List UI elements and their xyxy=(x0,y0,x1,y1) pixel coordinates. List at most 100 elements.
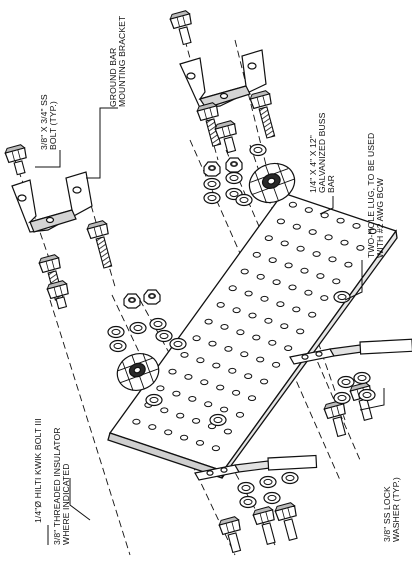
kwik-bolt xyxy=(86,220,113,269)
bracket-hole xyxy=(219,92,229,100)
bar-hole xyxy=(184,374,193,380)
bar-hole xyxy=(220,324,229,330)
hex-bolt xyxy=(274,502,298,542)
bar-hole xyxy=(340,239,349,246)
hex-bolt xyxy=(4,144,27,176)
bar-hole xyxy=(176,412,185,419)
leader-bracket xyxy=(86,107,118,179)
bar-hole xyxy=(260,295,269,302)
bar-hole xyxy=(260,378,269,385)
centerline xyxy=(49,299,131,556)
bar-hole xyxy=(252,334,261,341)
bar-hole xyxy=(188,396,197,402)
hex-nut xyxy=(225,157,243,173)
leader-bolt xyxy=(35,150,61,168)
hex-nut xyxy=(123,293,141,309)
washer xyxy=(129,321,147,335)
bar-hole xyxy=(288,284,297,291)
bar-hole xyxy=(132,418,141,425)
bar-hole xyxy=(272,361,281,368)
bar-hole xyxy=(248,312,257,319)
bar-hole xyxy=(276,301,285,308)
label-insulator: 3/8" THREADED INSULATOR WHERE INDICATED xyxy=(52,427,71,545)
label-buss-bar: 1/4" X 4" X 12" GALVANIZED BUSS BAR xyxy=(308,113,336,193)
washer xyxy=(203,191,221,205)
bar-hole xyxy=(304,289,313,296)
bar-hole xyxy=(232,389,241,396)
bar-hole xyxy=(296,245,305,252)
hex-bolt xyxy=(218,516,242,554)
bar-hole xyxy=(168,368,177,375)
bar-hole xyxy=(276,218,285,225)
bar-hole xyxy=(228,285,237,292)
label-lock-washer: 3/8" SS LOCK WASHER (TYP.) xyxy=(382,477,401,542)
washer xyxy=(149,317,167,331)
washer xyxy=(203,177,221,191)
label-line: 1/4"Ø HILTI KWIK BOLT III xyxy=(33,418,43,523)
washer xyxy=(337,375,355,389)
washers xyxy=(107,143,376,509)
bar-hole xyxy=(240,351,249,358)
bar-hole xyxy=(240,268,249,275)
bar-hole xyxy=(236,329,245,336)
bar-hole xyxy=(300,267,309,274)
insulator-lower xyxy=(116,353,160,391)
bar-hole xyxy=(280,240,289,247)
bar-hole xyxy=(204,318,213,325)
bar-hole xyxy=(195,440,205,446)
bar-hole xyxy=(192,335,201,342)
label-line: BAR xyxy=(326,175,336,193)
washer xyxy=(239,495,257,509)
bar-hole xyxy=(308,229,317,235)
bar-hole xyxy=(320,212,329,219)
washer xyxy=(333,391,351,405)
nuts xyxy=(123,157,243,309)
two-hole-lug-upper xyxy=(289,338,412,365)
kwik-bolt xyxy=(249,90,276,139)
bar-hole xyxy=(356,245,365,251)
bar-hole xyxy=(320,295,329,301)
washer xyxy=(169,337,187,351)
left-mounting-bracket xyxy=(11,171,93,233)
bar-hole xyxy=(324,234,333,241)
bar-hole xyxy=(224,346,233,352)
bar-hole xyxy=(208,340,217,347)
bar-hole xyxy=(196,357,205,364)
washer xyxy=(209,413,227,427)
buss-bar xyxy=(107,192,398,479)
bar-hole xyxy=(235,411,245,418)
bar-hole xyxy=(292,306,301,313)
washer xyxy=(263,491,281,505)
hex-bolt xyxy=(214,120,237,154)
label-line: BOLT (TYP.) xyxy=(48,101,58,150)
bar-hole xyxy=(160,407,169,414)
bar-hole xyxy=(223,428,232,435)
hex-bolt xyxy=(323,400,347,438)
bracket-hole xyxy=(186,72,196,80)
bar-hole xyxy=(268,339,277,346)
bar-hole xyxy=(211,445,220,452)
hex-bolt xyxy=(46,280,69,310)
bar-hole xyxy=(336,217,345,224)
washer xyxy=(155,329,173,343)
bracket-hole xyxy=(45,216,55,224)
bar-hole xyxy=(256,273,265,280)
bracket-hole xyxy=(17,194,27,202)
washer xyxy=(281,471,299,485)
label-line: WITH #2 AWG BCW xyxy=(375,178,385,258)
bar-hole xyxy=(216,302,225,308)
label-line: WHERE INDICATED xyxy=(61,463,71,545)
bar-hole xyxy=(332,278,341,285)
bar-hole xyxy=(180,434,189,441)
washer xyxy=(358,388,376,402)
bar-hole xyxy=(308,311,317,318)
kwik-bolt xyxy=(196,102,222,147)
washer xyxy=(259,475,277,489)
hex-nut xyxy=(143,289,161,305)
bar-hole xyxy=(180,352,189,358)
bar-hole xyxy=(288,201,297,208)
bar-hole xyxy=(172,390,181,397)
bar-hole xyxy=(216,384,225,391)
bar-hole xyxy=(312,251,321,257)
bar-hole xyxy=(228,367,237,374)
